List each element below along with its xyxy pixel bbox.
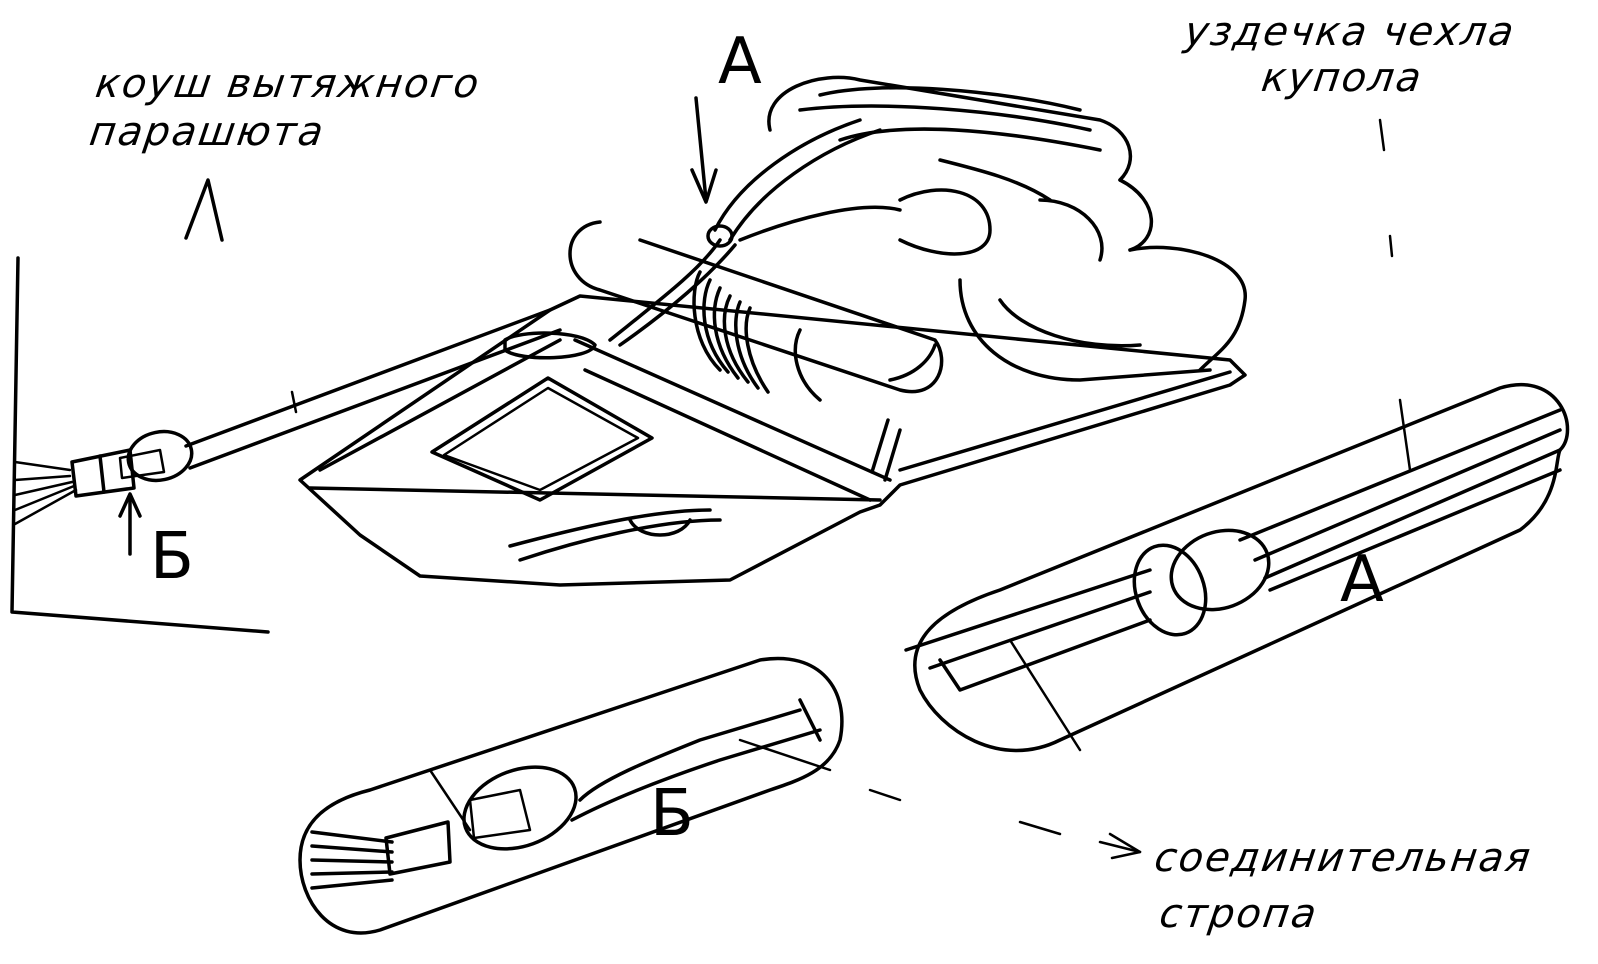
canopy-roll <box>568 220 944 482</box>
arrow-a-top <box>690 96 718 204</box>
arrow-b-left <box>118 492 142 556</box>
leader-bridle <box>1378 118 1394 258</box>
pack-body <box>298 294 1247 587</box>
connecting-line-label-line2: стропа <box>1156 891 1322 937</box>
thimble-label-line2: парашюта <box>86 109 328 155</box>
leader-connecting-line <box>868 788 1142 860</box>
detail-view-b <box>298 656 844 935</box>
arrow-thimble-label <box>184 178 224 242</box>
bridle-loop-top <box>608 118 902 347</box>
thimble-label-line1: коуш вытяжного <box>92 61 484 107</box>
detail-view-a <box>904 383 1570 753</box>
pack-window <box>430 376 654 502</box>
thimble-assembly-left <box>70 308 562 498</box>
marker-b-left: Б <box>150 520 194 594</box>
corner-frame <box>10 256 270 634</box>
pack-side-flap <box>508 508 722 562</box>
bridle-label-line1: уздечка чехла <box>1181 9 1519 55</box>
connecting-line-label-line1: соединительная <box>1151 835 1535 881</box>
pilot-chute-lines <box>13 460 78 526</box>
canopy-stack <box>767 75 1247 382</box>
marker-b-detail: Б <box>650 777 694 851</box>
marker-a-detail: А <box>1340 543 1384 617</box>
marker-a-top: А <box>718 25 762 99</box>
bridle-label-line2: купола <box>1258 55 1426 101</box>
